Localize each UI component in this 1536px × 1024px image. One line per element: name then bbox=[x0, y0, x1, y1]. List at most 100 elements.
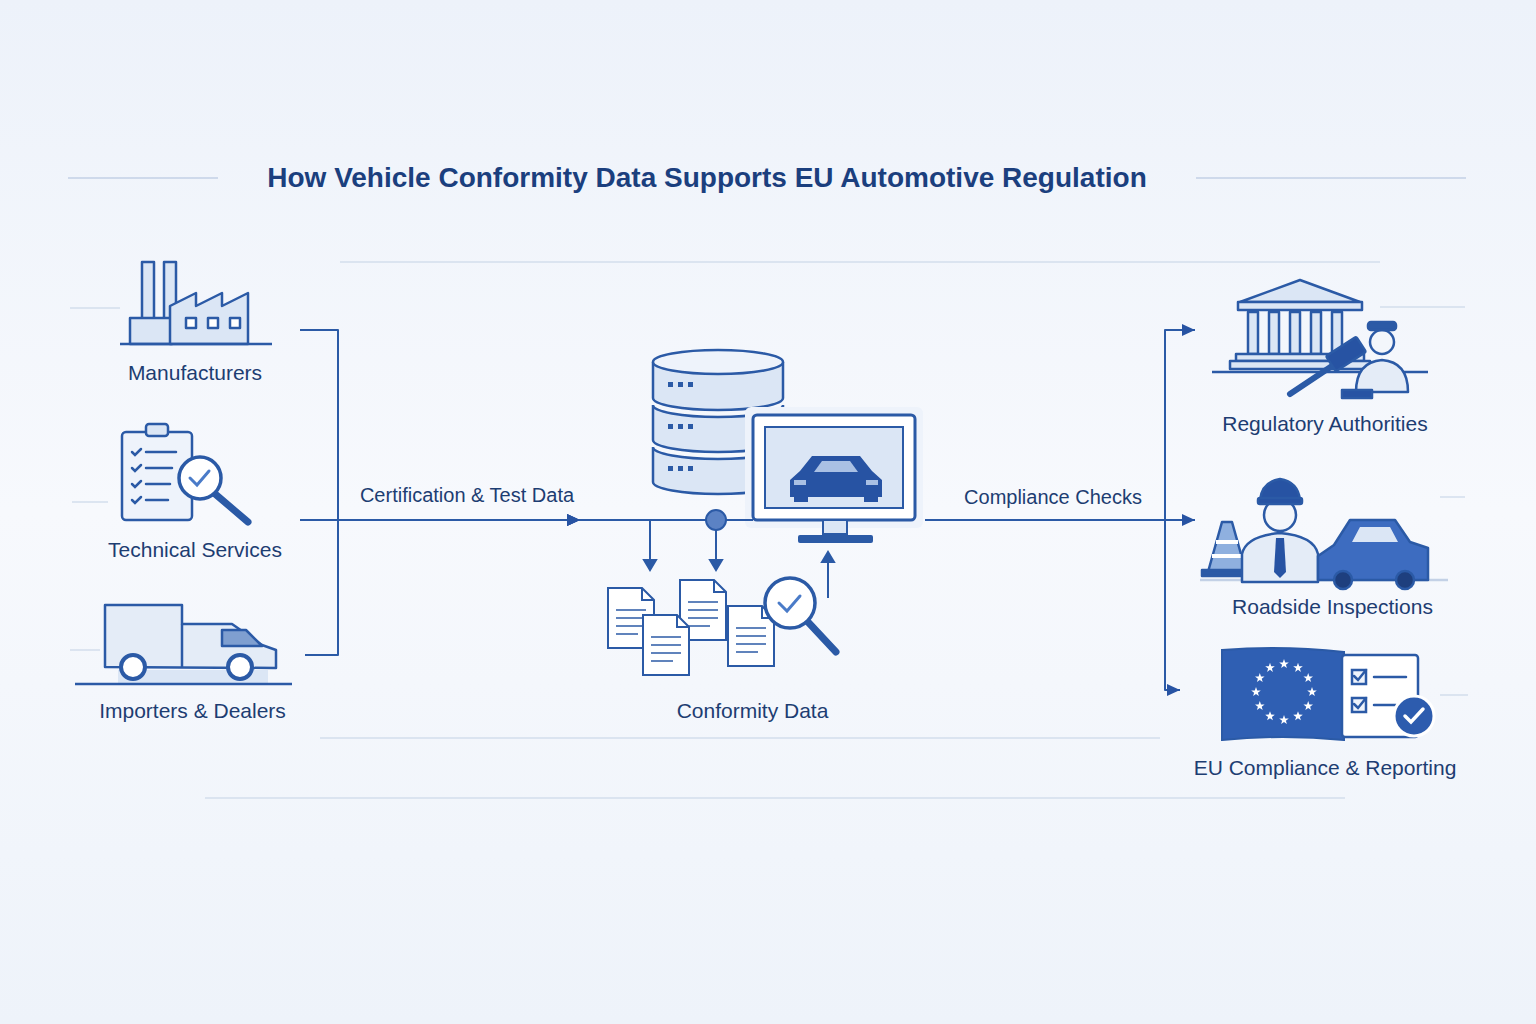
factory-icon bbox=[208, 318, 218, 328]
van-icon bbox=[181, 624, 184, 667]
rule-lines bbox=[1440, 694, 1468, 696]
monitor-icon bbox=[765, 427, 903, 508]
database-icon bbox=[653, 350, 783, 374]
database-icon bbox=[678, 466, 683, 471]
monitor-icon bbox=[753, 415, 915, 520]
factory-icon bbox=[120, 343, 272, 346]
consumer-node: Roadside Inspections bbox=[1195, 475, 1470, 622]
eu-flag-icon bbox=[1255, 701, 1265, 710]
checklist-icon bbox=[1394, 696, 1434, 736]
data-hub-node: Conformity Data bbox=[580, 345, 925, 726]
checklist-icon bbox=[1374, 676, 1406, 679]
clipboard-icon bbox=[214, 493, 248, 522]
rule-lines bbox=[72, 501, 108, 503]
node-label: Technical Services bbox=[108, 537, 282, 563]
checklist-icon bbox=[1405, 709, 1423, 722]
flow-connector bbox=[925, 520, 1180, 690]
eu-flag-icon bbox=[1293, 711, 1303, 720]
magnifier-icon bbox=[765, 578, 815, 628]
database-icon bbox=[668, 424, 673, 429]
clipboard-icon bbox=[122, 424, 248, 522]
checklist-icon bbox=[1354, 698, 1366, 708]
checklist-icon bbox=[1342, 655, 1434, 737]
edge-label: Compliance Checks bbox=[964, 485, 1142, 509]
node-label: EU Compliance & Reporting bbox=[1194, 755, 1457, 781]
rule-lines bbox=[68, 177, 218, 179]
diagram-title: How Vehicle Conformity Data Supports EU … bbox=[207, 160, 1207, 196]
rule-lines bbox=[340, 261, 1380, 263]
database-icon bbox=[688, 466, 693, 471]
eu-flag-icon bbox=[1222, 648, 1344, 740]
rule-lines bbox=[1440, 496, 1465, 498]
document-stack bbox=[643, 615, 689, 675]
clipboard-icon bbox=[132, 465, 141, 471]
flow-junction bbox=[580, 519, 753, 521]
van-icon bbox=[75, 683, 292, 686]
courthouse-icon bbox=[1311, 312, 1321, 354]
monitor-icon bbox=[794, 480, 806, 485]
eu-flag-icon bbox=[1279, 659, 1289, 668]
roadside-icon bbox=[1396, 571, 1414, 589]
roadside-icon bbox=[1212, 554, 1242, 558]
roadside-icon bbox=[1242, 533, 1318, 582]
rule-lines bbox=[205, 797, 1345, 799]
eu-flag-icon bbox=[1307, 687, 1317, 696]
factory-icon bbox=[130, 318, 172, 344]
flow-junction bbox=[706, 510, 726, 530]
eu-flag-icon bbox=[1279, 715, 1289, 724]
courthouse-icon bbox=[1370, 330, 1394, 354]
flow-connector bbox=[300, 330, 580, 520]
monitor-icon bbox=[864, 495, 878, 502]
monitor-icon bbox=[745, 407, 923, 543]
rule-lines bbox=[320, 737, 1160, 739]
flow-junction bbox=[649, 520, 651, 562]
database-icon bbox=[668, 466, 673, 471]
node-label: Manufacturers bbox=[128, 360, 262, 386]
consumer-node: Regulatory Authorities bbox=[1195, 275, 1455, 439]
eu-flag-icon bbox=[1222, 648, 1344, 740]
roadside-icon bbox=[1318, 520, 1428, 580]
node-label: Conformity Data bbox=[677, 698, 829, 724]
clipboard-icon bbox=[146, 424, 168, 436]
node-label: Regulatory Authorities bbox=[1222, 411, 1427, 437]
courthouse-icon bbox=[1212, 280, 1428, 398]
van-icon bbox=[228, 655, 252, 679]
factory-icon bbox=[230, 318, 240, 328]
monitor-icon bbox=[790, 456, 882, 497]
eu-flag-icon bbox=[1303, 673, 1313, 682]
consumer-node: EU Compliance & Reporting bbox=[1180, 640, 1470, 783]
flow-junction bbox=[715, 528, 717, 562]
courthouse-icon bbox=[1368, 322, 1396, 330]
flow-connector bbox=[925, 330, 1195, 520]
clipboard-icon bbox=[146, 467, 172, 470]
source-node: Manufacturers bbox=[90, 255, 300, 388]
flow-junction bbox=[710, 560, 722, 570]
checklist-icon bbox=[1352, 670, 1366, 684]
roadside-icon bbox=[1216, 540, 1238, 544]
database-icon bbox=[668, 382, 673, 387]
clipboard-icon bbox=[146, 483, 170, 486]
roadside-icon bbox=[1200, 479, 1448, 589]
courthouse-icon bbox=[1342, 390, 1372, 398]
monitor-icon bbox=[794, 495, 808, 502]
flow-junction bbox=[822, 552, 834, 562]
clipboard-icon bbox=[132, 481, 141, 487]
source-node: Technical Services bbox=[90, 420, 300, 565]
clipboard-icon bbox=[146, 499, 168, 502]
clipboard-icon bbox=[132, 449, 141, 455]
rule-lines bbox=[1380, 306, 1465, 308]
courthouse-icon bbox=[1356, 360, 1408, 392]
node-label: Importers & Dealers bbox=[99, 698, 286, 724]
clipboard-icon bbox=[190, 471, 209, 485]
monitor-icon bbox=[823, 520, 847, 534]
database-icon bbox=[678, 382, 683, 387]
eu-flag-icon bbox=[1265, 663, 1275, 672]
monitor-icon bbox=[814, 461, 858, 472]
checklist-icon bbox=[1354, 670, 1366, 680]
monitor-icon bbox=[798, 535, 873, 543]
magnifier-icon bbox=[808, 622, 836, 652]
courthouse-icon bbox=[1290, 312, 1300, 354]
clipboard-icon bbox=[132, 497, 141, 503]
